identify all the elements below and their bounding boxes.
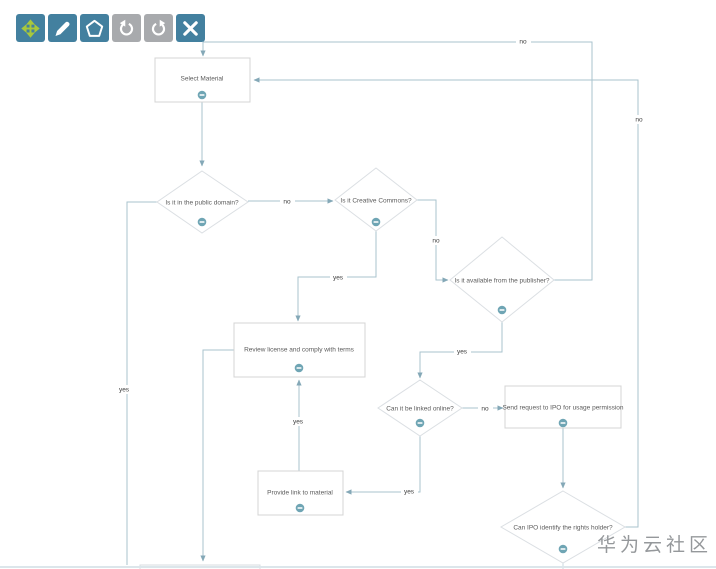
node-badge[interactable] <box>558 418 568 428</box>
node-linked-online[interactable] <box>377 379 463 437</box>
edge-label: no <box>519 39 527 46</box>
edge-label-group: no yes no yes no yes no yes yes no <box>116 37 647 496</box>
edge-ipo-no <box>253 77 639 528</box>
node-ipo-identify-label: Can IPO identify the rights holder? <box>513 525 613 532</box>
edge-label: yes <box>457 349 468 356</box>
edge-label: yes <box>333 275 344 282</box>
edge-linkedonline-yes <box>345 436 421 495</box>
node-available-publisher-label: Is it available from the publisher? <box>454 278 549 285</box>
node-badge[interactable] <box>415 418 425 428</box>
node-ipo-identify[interactable] <box>500 490 626 564</box>
edge-label: yes <box>293 419 304 426</box>
draw-button[interactable] <box>48 14 77 42</box>
node-creative-commons[interactable] <box>334 167 418 232</box>
edge-label: yes <box>404 489 415 496</box>
edge-label: no <box>635 117 643 124</box>
node-badge[interactable] <box>197 90 207 100</box>
node-linked-online-label: Can it be linked online? <box>386 406 454 413</box>
canvas-bottom-border <box>0 566 716 568</box>
undo-icon <box>119 19 134 36</box>
node-available-publisher[interactable] <box>449 236 555 323</box>
edge-label: no <box>283 199 291 206</box>
undo-button[interactable] <box>112 14 141 42</box>
node-badge[interactable] <box>197 217 207 227</box>
node-review-license-label: Review license and comply with terms <box>244 347 355 354</box>
node-select-material-label: Select Material <box>181 76 225 83</box>
node-public-domain-label: Is it in the public domain? <box>165 200 239 207</box>
edge-publisher-no <box>200 41 593 281</box>
redo-icon <box>151 19 166 36</box>
move-arrows-icon <box>21 18 40 38</box>
node-creative-commons-label: Is it Creative Commons? <box>340 198 412 205</box>
pentagon-icon <box>85 19 104 37</box>
edge-publicdomain-yes <box>126 201 157 565</box>
edge-label: yes <box>119 387 130 394</box>
close-button[interactable] <box>176 14 205 42</box>
node-send-request-label: Send request to IPO for usage permission <box>502 405 623 412</box>
edge-label: no <box>481 406 489 413</box>
close-icon <box>183 20 198 36</box>
node-badge[interactable] <box>497 305 507 315</box>
node-badge[interactable] <box>371 217 381 227</box>
watermark: 华为云社区 <box>596 534 712 556</box>
edge-label: no <box>432 238 440 245</box>
move-button[interactable] <box>16 14 45 42</box>
node-badge[interactable] <box>558 544 568 554</box>
edge-review-to-offscreen <box>200 349 234 562</box>
redo-button[interactable] <box>144 14 173 42</box>
shape-button[interactable] <box>80 14 109 42</box>
node-provide-link-label: Provide link to material <box>267 490 333 497</box>
node-badge[interactable] <box>295 503 305 513</box>
pencil-icon <box>55 21 70 36</box>
node-public-domain[interactable] <box>156 170 249 234</box>
toolbar <box>16 14 205 42</box>
node-badge[interactable] <box>294 363 304 373</box>
